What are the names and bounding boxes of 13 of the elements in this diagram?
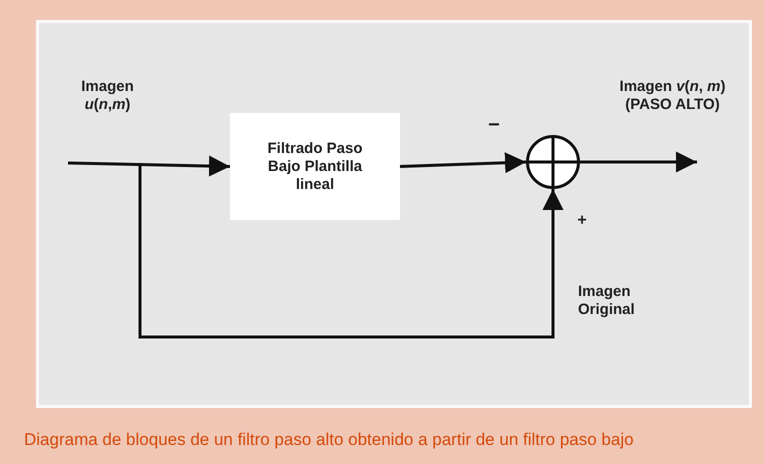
signal-label: Imagen v(n, m) (PASO ALTO) <box>618 78 726 114</box>
sign-label: + <box>576 212 588 230</box>
arrow <box>138 163 564 338</box>
box-label: Filtrado Paso Bajo Plantilla lineal <box>266 140 364 194</box>
process-box <box>230 113 400 220</box>
summing-junction <box>526 135 580 189</box>
signal-label: Imagen u(n,m) <box>80 78 135 114</box>
arrow <box>400 152 526 174</box>
arrow <box>580 152 697 172</box>
sign-label: − <box>487 116 501 134</box>
caption: Diagrama de bloques de un filtro paso alto obtenido a partir de un filtro paso bajo <box>24 430 634 450</box>
arrow <box>68 156 230 177</box>
signal-label: Imagen Original <box>578 283 636 319</box>
